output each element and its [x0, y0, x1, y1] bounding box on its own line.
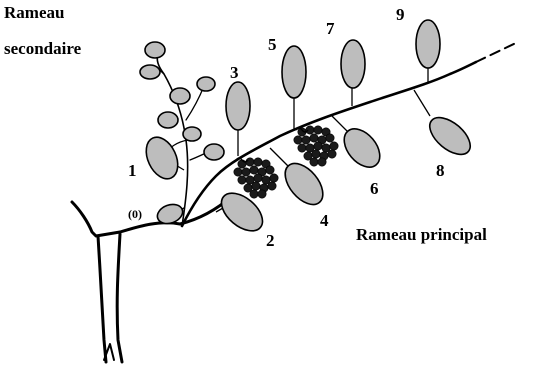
grape-berry — [266, 166, 274, 174]
grape-berry — [258, 190, 266, 198]
leaf-8-label: 8 — [436, 161, 445, 180]
grape-berry — [294, 136, 302, 144]
grape-berry — [306, 126, 314, 134]
grape-berry — [254, 174, 262, 182]
grape-berry — [250, 190, 258, 198]
grape-berry — [330, 142, 338, 150]
grape-cluster-1 — [234, 158, 278, 198]
grape-berry — [302, 136, 310, 144]
grape-berry — [314, 142, 322, 150]
grape-berry — [268, 182, 276, 190]
leaf-1 — [140, 132, 184, 184]
grape-berry — [242, 168, 250, 176]
leaf-9-label: 9 — [396, 5, 405, 24]
grape-berry — [298, 144, 306, 152]
leaf-2-label: 2 — [266, 231, 275, 250]
leaf-7-label: 7 — [326, 19, 335, 38]
grape-berry — [252, 182, 260, 190]
grape-cluster-2 — [294, 126, 338, 166]
small-leaf — [197, 77, 215, 91]
small-leaf — [204, 144, 224, 160]
leaf-8 — [414, 90, 477, 161]
grape-berry — [310, 134, 318, 142]
leaf-1-label: 1 — [128, 161, 137, 180]
leaf-6 — [332, 116, 387, 174]
main-branch-label: Rameau principal — [356, 225, 487, 244]
secondary-branch-label-line2: secondaire — [4, 39, 82, 58]
grape-berry — [238, 176, 246, 184]
tendril-marks — [236, 128, 308, 162]
grape-berry — [250, 166, 258, 174]
trunk — [72, 202, 122, 362]
small-leaf — [183, 127, 201, 141]
grape-berry — [312, 150, 320, 158]
leaf-3-label: 3 — [230, 63, 239, 82]
leaf-3 — [226, 82, 250, 156]
leaf-7 — [341, 40, 365, 106]
leaf-6-label: 6 — [370, 179, 379, 198]
grape-berry — [318, 158, 326, 166]
leaf-4-label: 4 — [320, 211, 329, 230]
grape-berry — [328, 150, 336, 158]
grape-berry — [310, 158, 318, 166]
grape-berry — [234, 168, 242, 176]
secondary-branch-label-line1: Rameau — [4, 3, 64, 22]
leaf-9 — [416, 20, 440, 82]
leaf-0-label: (0) — [128, 207, 142, 221]
grape-berry — [314, 126, 322, 134]
small-leaf — [158, 112, 178, 128]
small-leaf — [145, 42, 165, 58]
leaf-5-label: 5 — [268, 35, 277, 54]
grape-berry — [270, 174, 278, 182]
grape-berry — [326, 134, 334, 142]
small-leaf — [170, 88, 190, 104]
grape-berry — [254, 158, 262, 166]
grape-berry — [238, 160, 246, 168]
leaf-5 — [282, 46, 306, 130]
small-leaf — [140, 65, 160, 79]
grape-berry — [246, 158, 254, 166]
